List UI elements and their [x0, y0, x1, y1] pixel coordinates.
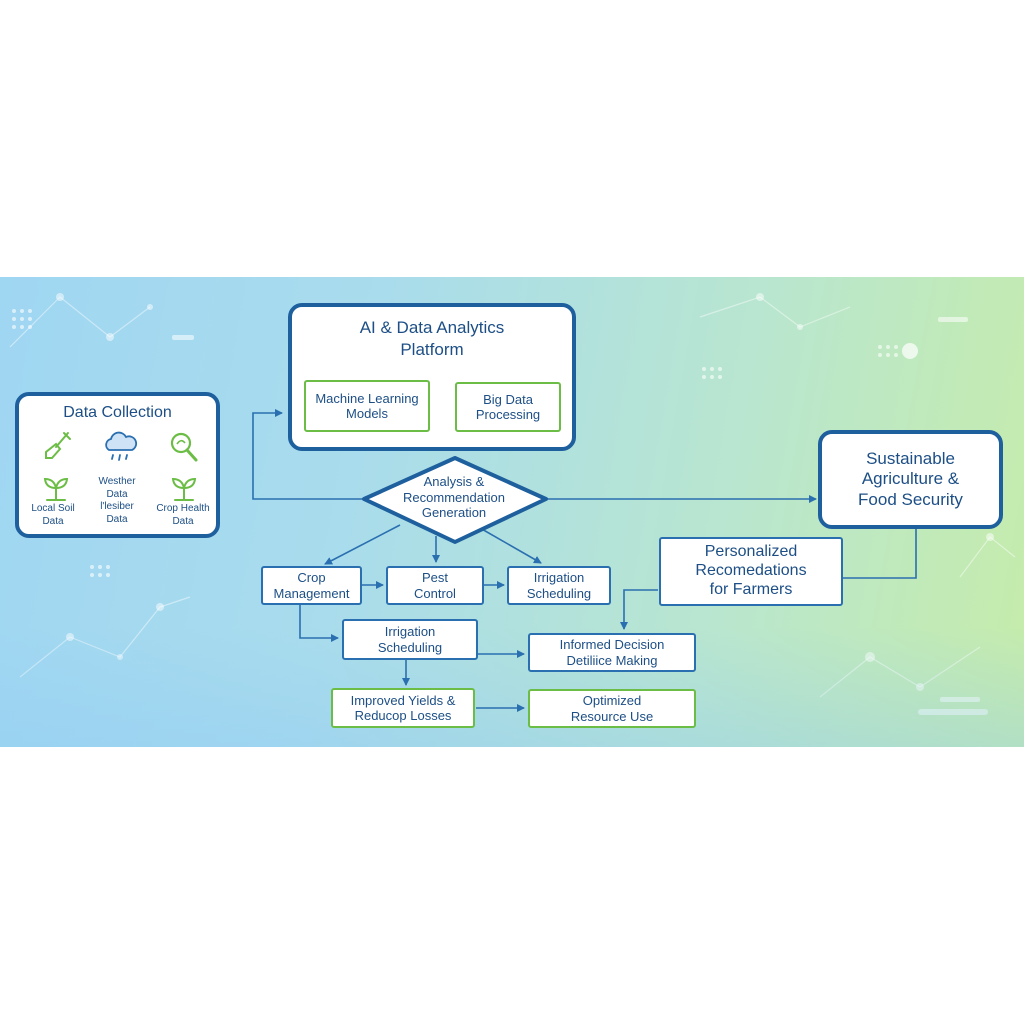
crop-management-box[interactable]: Crop Management — [261, 566, 362, 605]
shovel-icon — [45, 432, 71, 459]
sprout-icon — [171, 477, 197, 501]
sustainable-agriculture-box[interactable]: Sustainable Agriculture & Food Security — [818, 430, 1003, 529]
platform-title: AI & Data Analytics Platform — [359, 318, 505, 360]
analysis-diamond[interactable] — [360, 455, 550, 545]
data-collection-panel: Data Collection — [15, 392, 220, 538]
sprout-icon — [43, 477, 69, 501]
irrigation-scheduling-mid-box[interactable]: Irrigation Scheduling — [342, 619, 478, 660]
irrigation-scheduling-top-box[interactable]: Irrigation Scheduling — [507, 566, 611, 605]
magnifier-icon — [170, 432, 198, 462]
optimized-resource-use-box[interactable]: Optimized Resource Use — [528, 689, 696, 728]
big-data-processing-box[interactable]: Big Data Processing — [455, 382, 561, 432]
rain-cloud-icon — [105, 431, 138, 461]
weather-data-label: Westher Data l'lesiber Data — [98, 476, 136, 525]
improved-yields-box[interactable]: Improved Yields & Reducop Losses — [331, 688, 475, 728]
data-collection-title: Data Collection — [63, 404, 172, 421]
local-soil-data-label: Local Soil Data — [31, 503, 75, 527]
personalized-recommendations-box[interactable]: Personalized Recomedations for Farmers — [659, 537, 843, 606]
machine-learning-models-box[interactable]: Machine Learning Models — [304, 380, 430, 432]
analysis-label: Analysis & Recommendation Generation — [403, 474, 505, 521]
pest-control-box[interactable]: Pest Control — [386, 566, 484, 605]
crop-health-data-label: Crop Health Data — [156, 503, 210, 527]
informed-decision-box[interactable]: Informed Decision Detiliice Making — [528, 633, 696, 672]
